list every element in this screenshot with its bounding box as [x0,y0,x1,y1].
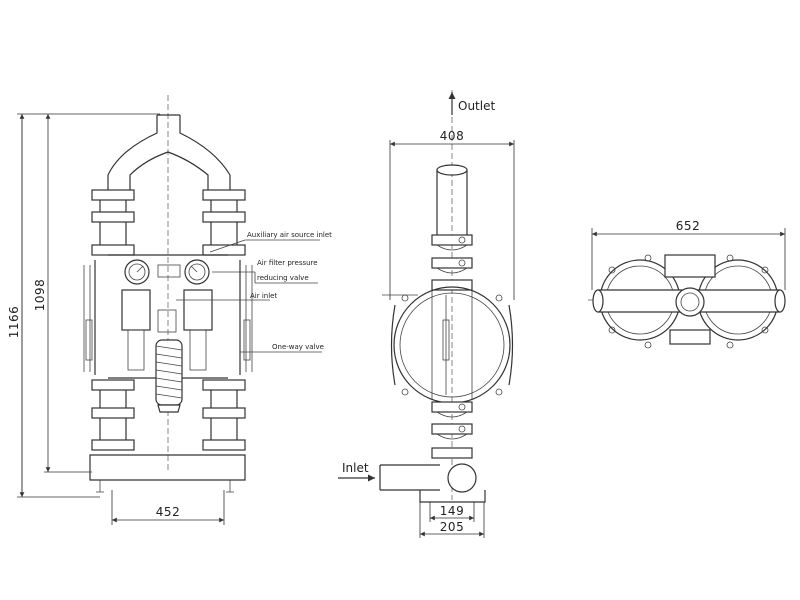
front-view: 1166 1098 452 Auxiliary air source inlet… [7,95,332,525]
inlet-label: Inlet [342,461,369,475]
outer-base-dim: 205 [440,520,464,534]
callout-filter-line1: Air filter pressure [257,259,318,267]
callout-air-inlet: Air inlet [250,292,277,300]
filter-regulators [121,289,213,371]
inner-height-dim: 1098 [33,279,47,312]
right-flange-stack [202,189,246,451]
base-width-dim: 452 [156,505,180,519]
callout-one-way-valve: One-way valve [272,343,324,351]
side-width-dim: 408 [440,129,464,143]
outlet-label: Outlet [458,99,495,113]
pressure-gauge-right [184,259,210,285]
pressure-gauge-left [124,259,150,285]
upper-valve-stack [431,234,473,291]
diaphragm-housing [382,286,514,404]
top-width-dim: 652 [676,219,700,233]
lower-valve-stack [431,401,473,459]
top-view: 652 [588,219,786,349]
callout-aux-air-inlet: Auxiliary air source inlet [247,231,332,239]
overall-height-dim: 1166 [7,306,21,339]
left-flange-stack [91,189,135,451]
muffler [155,339,183,413]
callout-filter-line2: reducing valve [257,274,309,282]
inner-base-dim: 149 [440,504,464,518]
side-view: Outlet [338,90,515,538]
